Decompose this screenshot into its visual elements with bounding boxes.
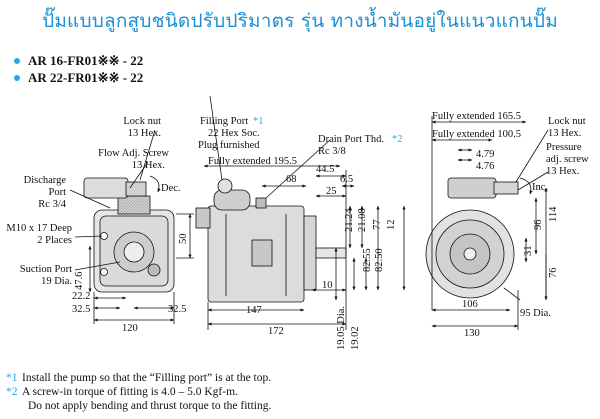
filling-plug: Plug furnished	[198, 140, 260, 151]
discharge-block	[117, 195, 151, 215]
inc-label: Inc.	[532, 182, 548, 193]
inc-arrow	[519, 177, 533, 195]
dim-76: 76	[548, 268, 559, 279]
dim-95-dia: 95 Dia.	[520, 308, 551, 319]
note-2: *2 A screw-in torque of fitting is 4.0 – …	[6, 385, 271, 399]
dim-114: 114	[548, 206, 559, 222]
m10-count: 2 Places	[37, 235, 72, 246]
dim-12: 12	[386, 220, 397, 231]
suction-dia: 19 Dia.	[41, 276, 72, 287]
dim-147: 147	[246, 305, 262, 316]
dim-50: 50	[178, 234, 189, 245]
right-lock-nut-size: 13 Hex.	[548, 128, 581, 139]
dim-172: 172	[268, 326, 284, 337]
dim-6-5: 6.5	[340, 174, 353, 185]
model-list: AR 16-FR01※※ - 22 AR 22-FR01※※ - 22	[14, 52, 143, 86]
model-item: AR 22-FR01※※ - 22	[14, 69, 143, 86]
drain-mark: *2	[392, 134, 403, 145]
page-title: ปั๊มแบบลูกสูบชนิดปรับปริมาตร รุ่น ทางน้ำ…	[42, 10, 558, 32]
filling-hex: 22 Hex Soc.	[208, 128, 260, 139]
right-view-labels: Fully extended 165.5 Fully extended 100.…	[432, 111, 589, 339]
notes: *1 Install the pump so that the “Filling …	[6, 371, 271, 413]
filling-port-label: Filling Port	[200, 116, 248, 127]
dim-19-05: 19.05 Dia.	[336, 306, 347, 350]
drain-thread: Rc 3/8	[318, 146, 346, 157]
note-3: Do not apply bending and thrust torque t…	[6, 399, 271, 413]
note-text: A screw-in torque of fitting is 4.0 – 5.…	[22, 386, 238, 398]
dim-19-02: 19.02	[350, 326, 361, 350]
model-item: AR 16-FR01※※ - 22	[14, 52, 143, 69]
left-view	[69, 129, 194, 324]
dim-44-5: 44.5	[316, 164, 334, 175]
note-mark: *2	[6, 386, 18, 398]
fully-extended-100: Fully extended 100.5	[432, 129, 521, 140]
fully-extended-165: Fully extended 165.5	[432, 111, 521, 122]
m10-label: M10 x 17 Deep	[6, 223, 72, 234]
dim-32-5-left: 32.5	[72, 304, 90, 315]
dec-arrow	[149, 175, 161, 193]
filling-mark: *1	[253, 116, 264, 127]
center-view-labels: Filling Port *1 22 Hex Soc. Plug furnish…	[198, 116, 403, 350]
suction-label: Suction Port	[20, 264, 72, 275]
dim-31: 31	[523, 246, 534, 257]
dim-47-6: 47.6	[74, 272, 85, 290]
dim-22-2: 22.2	[72, 291, 90, 302]
fully-extended-195: Fully extended 195.5	[208, 156, 297, 167]
left-view-labels: Lock nut 13 Hex. Flow Adj. Screw 13 Hex.…	[6, 116, 189, 334]
dim-68: 68	[286, 174, 297, 185]
right-lock-nut-label: Lock nut	[548, 116, 586, 127]
dim-4-76: 4.76	[476, 161, 494, 172]
dim-21-08: 21.08	[357, 208, 368, 232]
dim-82-55: 82.55	[362, 248, 373, 272]
note-text: Install the pump so that the “Filling po…	[22, 372, 272, 384]
discharge-label: Discharge	[24, 175, 67, 186]
note-1: *1 Install the pump so that the “Filling …	[6, 371, 271, 385]
pressure-hex: 13 Hex.	[546, 166, 579, 177]
pressure-label: Pressure	[546, 142, 582, 153]
flow-adj-size: 13 Hex.	[132, 160, 165, 171]
model-label: AR 16-FR01※※ - 22	[28, 52, 144, 68]
note-mark: *1	[6, 372, 18, 384]
dim-25: 25	[326, 186, 337, 197]
pressure-block	[447, 177, 497, 199]
dec-label: Dec.	[161, 183, 181, 194]
center-view	[195, 95, 406, 330]
dim-120: 120	[122, 323, 138, 334]
pressure-adj-label: adj. screw	[546, 154, 589, 165]
dim-106: 106	[462, 299, 478, 310]
dim-77: 77	[372, 220, 383, 231]
dim-32-5-right: 32.5	[168, 304, 186, 315]
lock-nut-size: 13 Hex.	[128, 128, 161, 139]
dim-130: 130	[464, 328, 480, 339]
shaft	[315, 247, 347, 259]
model-label: AR 22-FR01※※ - 22	[28, 69, 144, 85]
dim-96: 96	[533, 220, 544, 231]
flow-adj-label: Flow Adj. Screw	[98, 148, 169, 159]
dim-4-79: 4.79	[476, 149, 494, 160]
drain-port-label: Drain Port Thd.	[318, 134, 384, 145]
bullet-icon	[14, 74, 20, 81]
lock-nut-label: Lock nut	[123, 116, 161, 127]
note-text: Do not apply bending and thrust torque t…	[28, 400, 272, 412]
bullet-icon	[14, 57, 20, 64]
discharge-thread: Rc 3/4	[38, 199, 66, 210]
dim-10: 10	[322, 280, 333, 291]
flow-adj-block	[83, 177, 129, 199]
dim-21-24: 21.24	[344, 208, 355, 232]
mounting-flange	[303, 215, 317, 291]
dim-82-50: 82.50	[374, 248, 385, 272]
filling-boss	[213, 189, 251, 211]
discharge-port-label: Port	[48, 187, 66, 198]
right-view	[425, 116, 549, 330]
